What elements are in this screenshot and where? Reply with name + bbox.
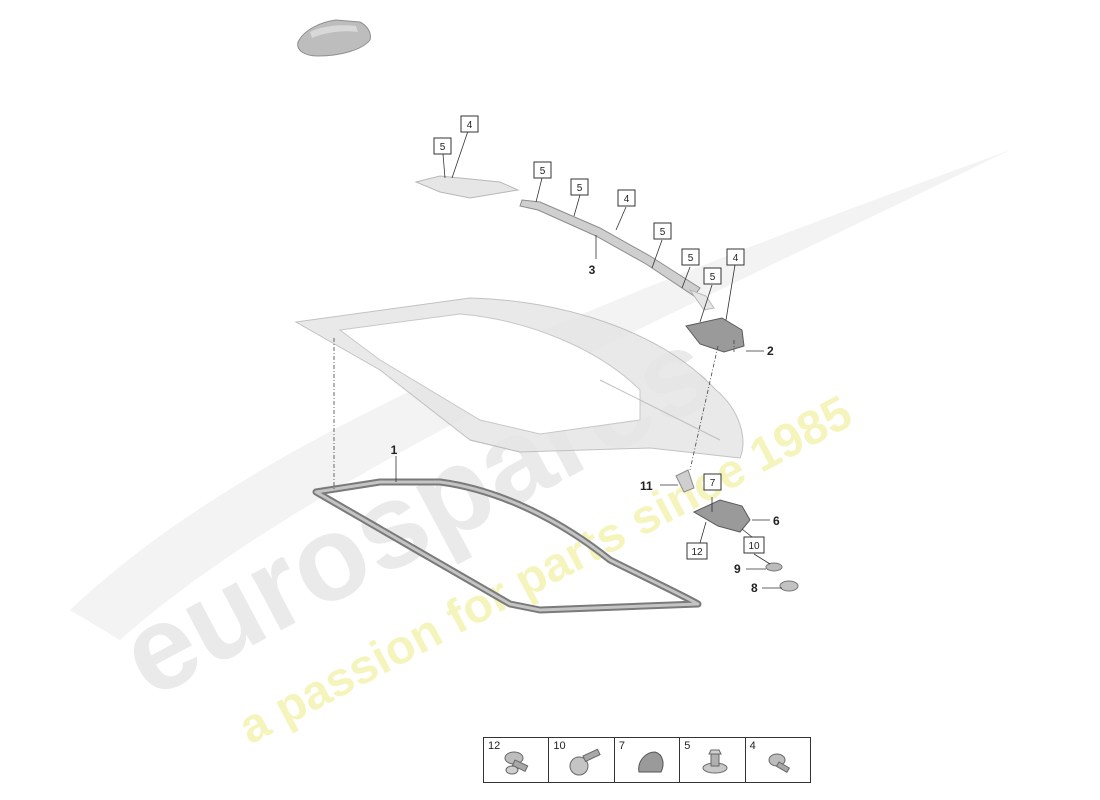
callout-box-5-b: 5 [533, 161, 552, 179]
callout-box-10: 10 [743, 536, 765, 554]
bracket-part-6 [692, 499, 751, 533]
callout-label-2: 2 [767, 344, 774, 358]
callout-box-5-d: 5 [653, 222, 672, 240]
svg-text:5: 5 [577, 183, 583, 194]
callout-box-7: 7 [703, 473, 722, 491]
svg-text:4: 4 [733, 253, 739, 264]
svg-text:10: 10 [748, 541, 760, 552]
callout-label-11: 11 [640, 479, 653, 493]
callout-box-5-f: 5 [703, 267, 722, 285]
svg-text:5: 5 [710, 272, 716, 283]
fastener-number: 4 [749, 740, 756, 752]
car-icon [297, 19, 371, 57]
callout-box-4-b: 4 [617, 189, 636, 207]
watermark-swoosh [70, 150, 1010, 640]
leader-lines [395, 130, 782, 589]
push-clip-icon [702, 749, 728, 774]
trim-strip [519, 199, 715, 311]
rear-lid-frame [294, 297, 744, 459]
fastener-number: 12 [488, 740, 501, 752]
callout-box-5-e: 5 [681, 248, 700, 266]
round-head-screw-icon [569, 748, 602, 776]
callout-box-4-a: 4 [460, 115, 479, 133]
svg-text:5: 5 [540, 166, 546, 177]
fastener-cell: 12 [484, 738, 550, 782]
callout-label-1: 1 [391, 443, 398, 457]
fastener-cell: 7 [615, 738, 681, 782]
clip-part-11 [675, 469, 695, 493]
svg-text:5: 5 [688, 253, 694, 264]
guide-lines [333, 338, 735, 490]
upper-trim-panel-left [414, 175, 520, 199]
svg-text:5: 5 [660, 227, 666, 238]
svg-text:4: 4 [467, 120, 473, 131]
svg-text:7: 7 [710, 478, 716, 489]
nut-part-9 [765, 562, 783, 572]
fastener-number: 7 [618, 740, 625, 752]
callout-label-8: 8 [751, 581, 758, 595]
callout-label-6: 6 [773, 514, 780, 528]
callout-box-5-c: 5 [570, 178, 589, 196]
fastener-number: 5 [684, 740, 691, 752]
fastener-legend: 12 10 7 5 4 [483, 737, 811, 783]
callout-box-5-a: 5 [433, 137, 452, 155]
fastener-cell: 10 [549, 738, 615, 782]
lid-seal [312, 478, 702, 614]
svg-text:4: 4 [624, 194, 630, 205]
watermark: eurospares a passion for parts since 198… [70, 150, 1010, 755]
fastener-number: 10 [553, 740, 566, 752]
callout-box-12: 12 [686, 542, 708, 560]
screw-icon [768, 753, 790, 774]
bracket-right [685, 317, 745, 353]
fastener-cell: 5 [680, 738, 746, 782]
bolt-icon [504, 751, 529, 775]
svg-text:5: 5 [440, 142, 446, 153]
callout-label-3: 3 [589, 263, 596, 277]
callout-box-4-c: 4 [726, 248, 745, 266]
fastener-cell: 4 [746, 738, 810, 782]
plug-part-8 [779, 580, 799, 592]
cap-icon [638, 751, 664, 773]
callout-label-9: 9 [734, 562, 741, 576]
svg-text:12: 12 [691, 547, 703, 558]
